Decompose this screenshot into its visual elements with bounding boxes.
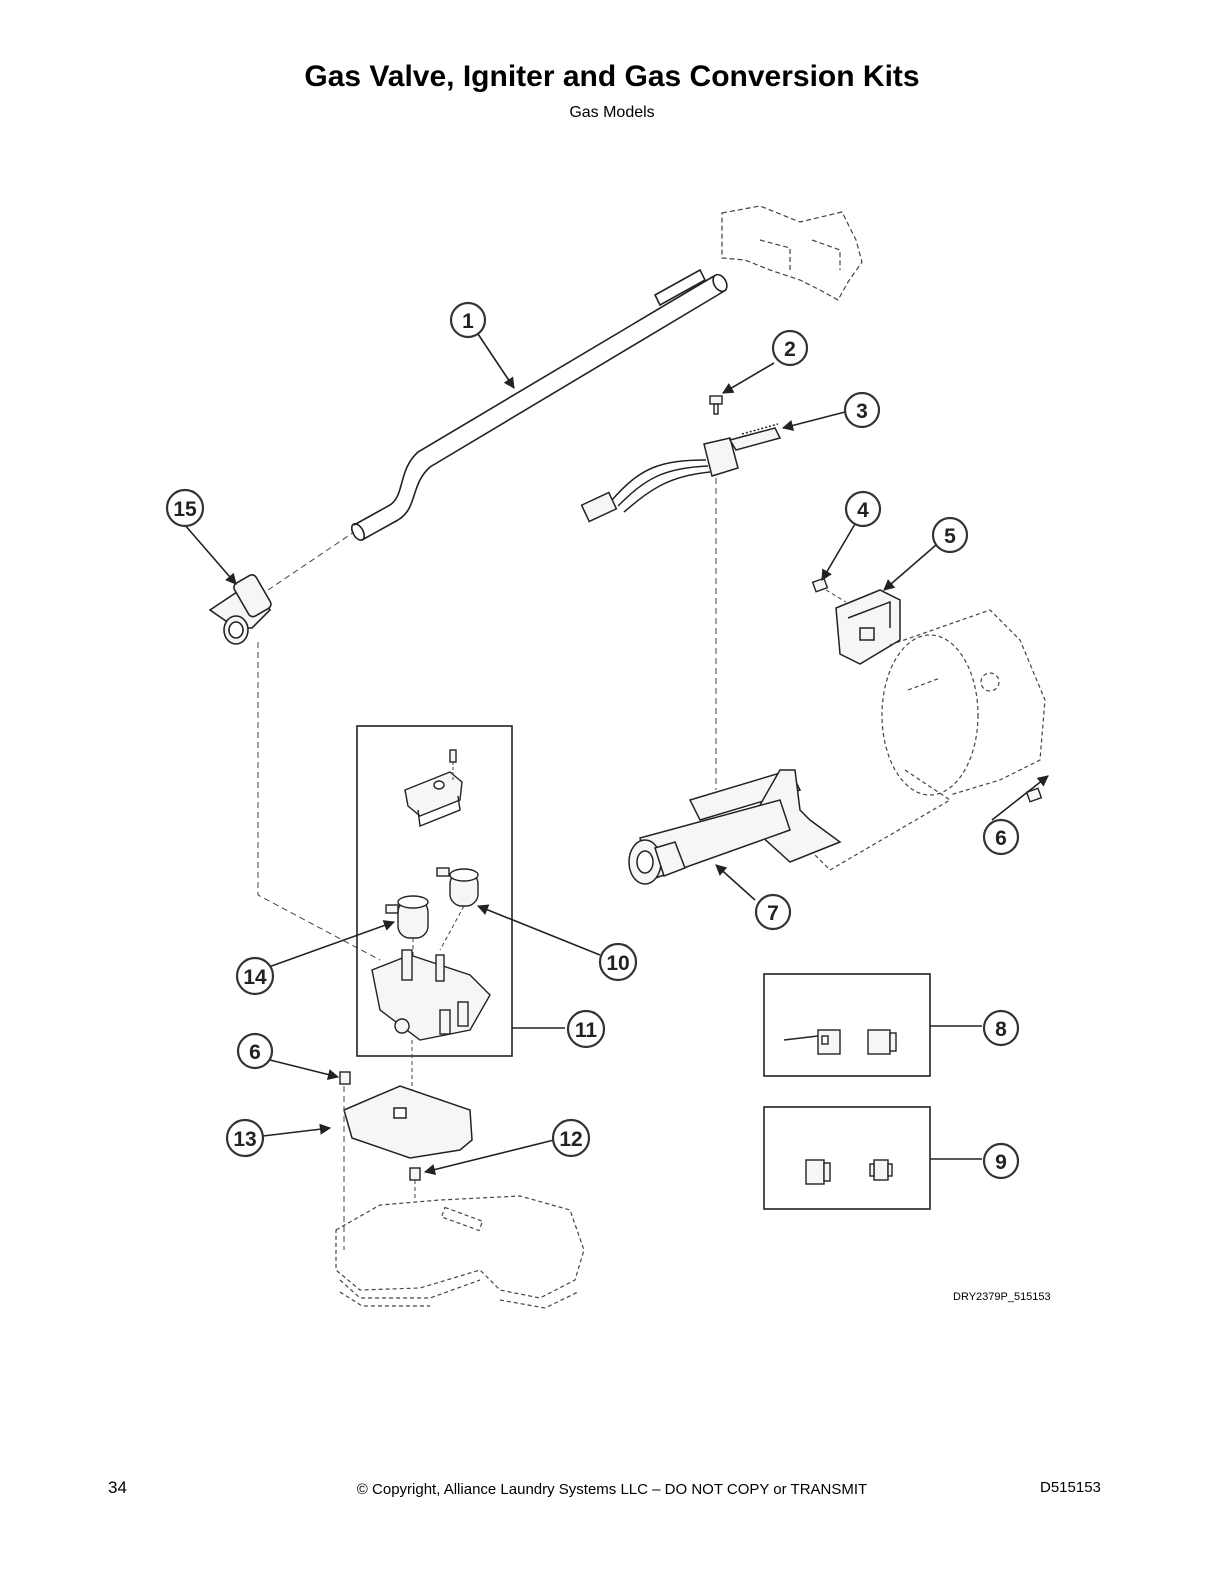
valve-kit-box [356,725,513,1057]
drawing-id: DRY2379P_515153 [953,1291,1051,1303]
phantom-bracket-top [721,205,863,301]
leader-lines [183,333,1049,1176]
callout-14-circle [235,956,275,996]
bracket-screw-left [339,1071,351,1085]
callout-5-circle [931,516,969,554]
callout-11-circle [566,1009,606,1049]
valve-bracket-small [404,749,463,827]
callout-6a: 6 [995,827,1007,850]
callout-3-circle [843,391,881,429]
conversion-kit-box-8 [763,973,931,1077]
callout-3: 3 [856,400,868,423]
callouts [165,301,1020,1180]
kit-9-fitting [869,1159,893,1181]
gas-valve-body [371,949,491,1041]
callout-12-circle [551,1118,591,1158]
callout-15: 15 [173,498,197,521]
callout-1-circle [449,301,487,339]
callout-15-circle [165,488,205,528]
coil-right [436,867,479,907]
bracket-dashline [825,589,847,603]
kit-8-regulator [867,1029,897,1055]
callout-12: 12 [559,1128,582,1151]
kit-9-orifice [805,1159,831,1185]
bracket-screw [811,577,829,593]
callout-10: 10 [606,952,629,975]
callout-8: 8 [995,1018,1007,1041]
page-title: Gas Valve, Igniter and Gas Conversion Ki… [304,60,920,93]
document-number: D515153 [1040,1479,1101,1496]
coil-left [385,895,429,939]
callout-10-circle [598,942,638,982]
callout-8-circle [982,1009,1020,1047]
callout-11: 11 [575,1019,598,1042]
callout-2: 2 [784,338,796,361]
callout-13-circle [225,1118,265,1158]
callout-2-circle [771,329,809,367]
igniter-screw [709,395,723,415]
burner-screw [1025,787,1043,803]
callout-9: 9 [995,1151,1007,1174]
callout-9-circle [982,1142,1020,1180]
conversion-kit-box-9 [763,1106,931,1210]
callout-14: 14 [243,966,267,989]
callout-6b: 6 [249,1041,261,1064]
callout-4-circle [844,490,882,528]
burner-tube-phantom [809,609,1046,871]
igniter-assembly [580,423,782,523]
callout-13: 13 [233,1128,256,1151]
callout-7-circle [754,893,792,931]
callout-4: 4 [857,499,869,522]
valve-mounting-bracket [343,1085,473,1159]
page-subtitle: Gas Models [569,104,655,121]
kit-8-orifice [783,1029,841,1055]
copyright-notice: © Copyright, Alliance Laundry Systems LL… [356,1481,868,1498]
elbow-valve-dashline [257,642,381,961]
elbow-fitting [208,574,272,645]
callout-6a-circle [982,818,1020,856]
base-phantom [335,1195,585,1309]
callout-1: 1 [462,310,474,333]
callout-5: 5 [944,525,956,548]
gas-pipe [350,268,728,541]
bracket-screw-bottom [409,1167,421,1181]
igniter-bracket [835,589,901,665]
page-number: 34 [108,1478,127,1497]
coil-dashline-right [439,905,465,951]
callout-labels: 1 2 3 4 5 6 6 7 8 9 10 11 12 13 14 15 [173,310,1007,1174]
pipe-elbow-dashline [267,531,355,591]
burner-assembly [628,769,842,885]
callout-7: 7 [767,902,779,925]
callout-6b-circle [236,1032,274,1070]
